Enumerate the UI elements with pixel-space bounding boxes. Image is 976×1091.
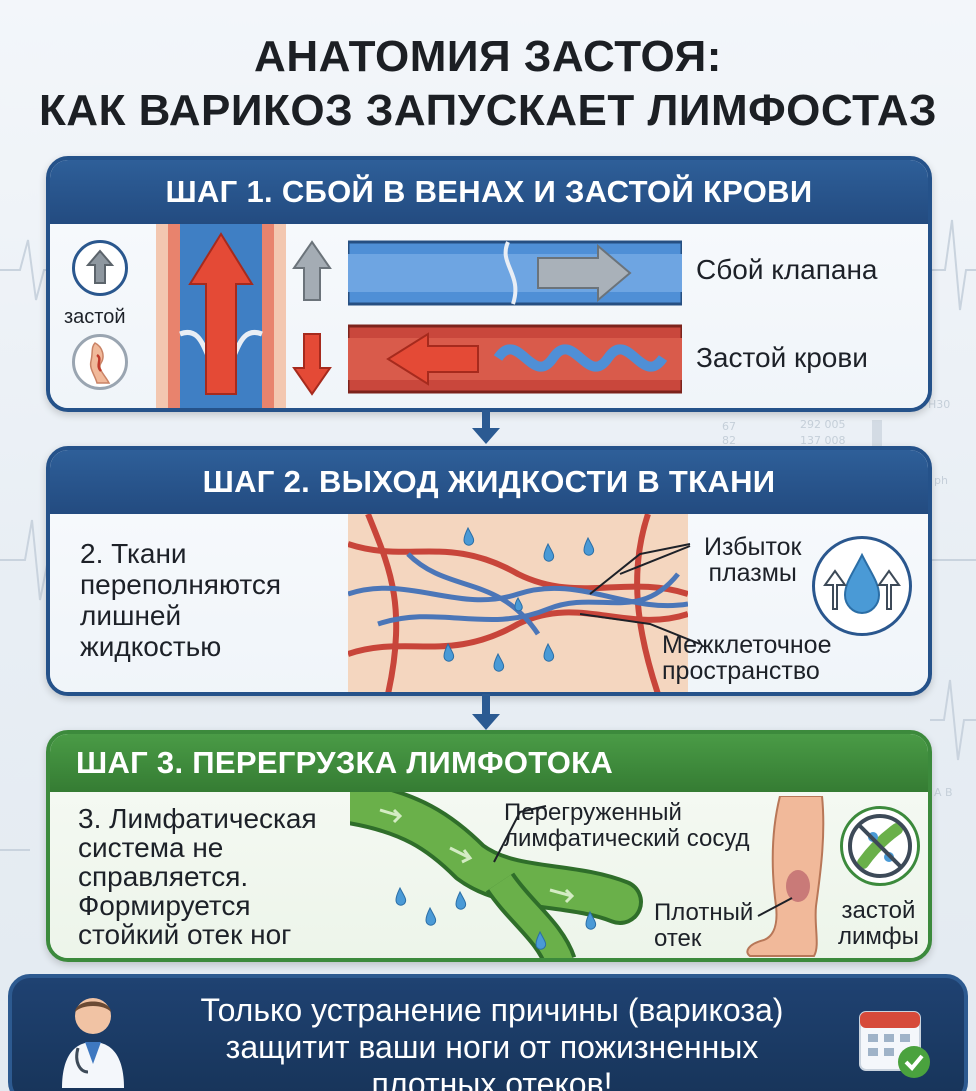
arrow-up-icon [72,240,128,296]
droplet-arrows-icon [812,536,912,636]
calendar-check-icon [859,1011,930,1078]
edema-pointer [757,897,793,917]
connector-1-arrow [472,428,500,444]
step1-panel: ШАГ 1. СБОЙ В ВЕНАХ И ЗАСТОЙ КРОВИ засто… [46,156,932,412]
step2-heading: ШАГ 2. ВЫХОД ЖИДКОСТИ В ТКАНИ [50,450,928,514]
plasma-excess-label: Избыток плазмы [704,533,802,587]
step2-panel: ШАГ 2. ВЫХОД ЖИДКОСТИ В ТКАНИ 2. Ткани п… [46,446,932,696]
bg-readout: ph [934,474,948,487]
bg-readout: 82 [722,434,736,447]
valve-failure-vein [348,240,682,306]
step3-body: 3. Лимфатическая система не справляется.… [50,792,928,958]
overloaded-vessel-label: Перегруженный лимфатический сосуд [504,799,750,852]
no-lymph-icon [840,806,920,886]
doctor-icon [62,998,124,1088]
step3-heading: ШАГ 3. ПЕРЕГРУЗКА ЛИМФОТОКА [50,734,928,792]
bg-readout: H30 [928,398,950,411]
label-pointers [580,543,701,645]
bg-readout: A B [934,786,953,799]
leg-vein-icon [72,334,128,390]
footer-text: Только устранение причины (варикоза) защ… [200,992,784,1091]
step2-body: 2. Ткани переполняются лишней жидкостью [50,514,928,692]
blood-stasis-label: Застой крови [696,342,868,373]
swollen-leg [746,796,825,957]
bg-readout: 137 008 [800,434,846,447]
lymph-stasis-label: застой лимфы [838,897,919,950]
connector-2 [482,694,490,716]
footer-banner: Только устранение причины (варикоза) защ… [8,974,968,1091]
interstitial-space-label: Межклеточное пространство [662,631,832,685]
title-line-2: КАК ВАРИКОЗ ЗАПУСКАЕТ ЛИМФОСТАЗ [38,86,938,135]
title-line-1: АНАТОМИЯ ЗАСТОЯ: [254,32,722,81]
step2-text: 2. Ткани переполняются лишней жидкостью [80,538,282,662]
vein-illustration [156,224,286,408]
page-title: АНАТОМИЯ ЗАСТОЯ: КАК ВАРИКОЗ ЗАПУСКАЕТ Л… [0,30,976,138]
capillary-network [348,514,688,692]
blood-stasis-vein [348,324,682,394]
flow-direction-arrows [292,240,332,396]
connector-1 [482,410,490,430]
vessel-pointer [493,805,547,863]
connector-2-arrow [472,714,500,730]
valve-failure-label: Сбой клапана [696,254,878,285]
stasis-icon-label: застой [64,306,126,328]
dense-edema-label: Плотный отек [654,899,754,952]
step3-panel: ШАГ 3. ПЕРЕГРУЗКА ЛИМФОТОКА 3. Лимфатиче… [46,730,932,962]
step3-text: 3. Лимфатическая система не справляется.… [78,803,317,950]
lymph-vessel [350,792,643,958]
bg-readout: 67 [722,420,736,433]
bg-readout: 292 005 [800,418,846,431]
step1-body: застой Сбой клапана [50,224,928,408]
step1-heading: ШАГ 1. СБОЙ В ВЕНАХ И ЗАСТОЙ КРОВИ [50,160,928,224]
